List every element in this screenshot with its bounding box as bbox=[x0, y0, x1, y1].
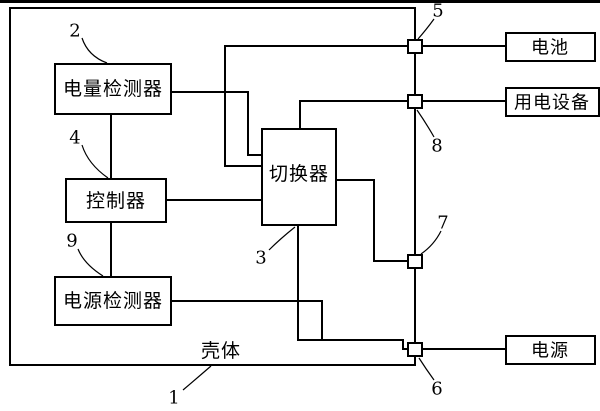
connector-7 bbox=[407, 254, 423, 269]
block-battery-detector-label: 电量检测器 bbox=[63, 78, 163, 100]
leader-ref-3 bbox=[268, 226, 296, 251]
block-power-detector bbox=[54, 276, 172, 326]
scan-artifact-top-edge bbox=[0, 0, 600, 3]
box-power-label: 电源 bbox=[531, 341, 569, 362]
block-controller bbox=[65, 178, 167, 223]
box-equipment-label: 用电设备 bbox=[514, 93, 590, 114]
box-battery-label: 电池 bbox=[531, 38, 569, 59]
connector-8 bbox=[407, 94, 423, 109]
ref-label-9: 9 bbox=[66, 231, 77, 252]
connector-5 bbox=[407, 39, 423, 54]
connector-6 bbox=[407, 342, 423, 357]
ref-label-8: 8 bbox=[431, 136, 442, 157]
leader-ref-4 bbox=[81, 144, 109, 179]
ref-label-3: 3 bbox=[255, 248, 266, 269]
leader-ref-7 bbox=[420, 230, 442, 255]
block-power-detector-label: 电源检测器 bbox=[63, 290, 163, 312]
block-switcher bbox=[261, 128, 337, 226]
leader-ref-8 bbox=[416, 109, 435, 138]
ref-label-2: 2 bbox=[69, 21, 80, 42]
wire-batterydetector-switcher bbox=[171, 91, 262, 156]
block-battery-detector bbox=[54, 63, 172, 115]
ref-label-4: 4 bbox=[69, 128, 80, 149]
ref-label-7: 7 bbox=[437, 213, 448, 234]
leader-ref-1 bbox=[182, 365, 212, 391]
leader-ref-9 bbox=[77, 248, 104, 277]
leader-ref-2 bbox=[81, 37, 108, 64]
ref-label-6: 6 bbox=[431, 379, 442, 400]
leader-ref-6 bbox=[418, 357, 435, 381]
wire-powerdetector-powerline bbox=[171, 300, 323, 340]
wire-connector8-switcher bbox=[299, 100, 408, 129]
wire-connector5-switcher bbox=[224, 45, 408, 167]
ref-label-1: 1 bbox=[168, 388, 179, 409]
ref-label-5: 5 bbox=[432, 1, 443, 22]
block-switcher-label: 切换器 bbox=[269, 163, 329, 185]
housing-label: 壳体 bbox=[201, 340, 241, 362]
leader-ref-5 bbox=[417, 18, 435, 40]
wire-switcher-connector7 bbox=[336, 179, 408, 262]
box-equipment bbox=[505, 87, 600, 117]
box-battery bbox=[505, 32, 596, 62]
box-power bbox=[505, 335, 596, 365]
block-controller-label: 控制器 bbox=[86, 190, 146, 212]
